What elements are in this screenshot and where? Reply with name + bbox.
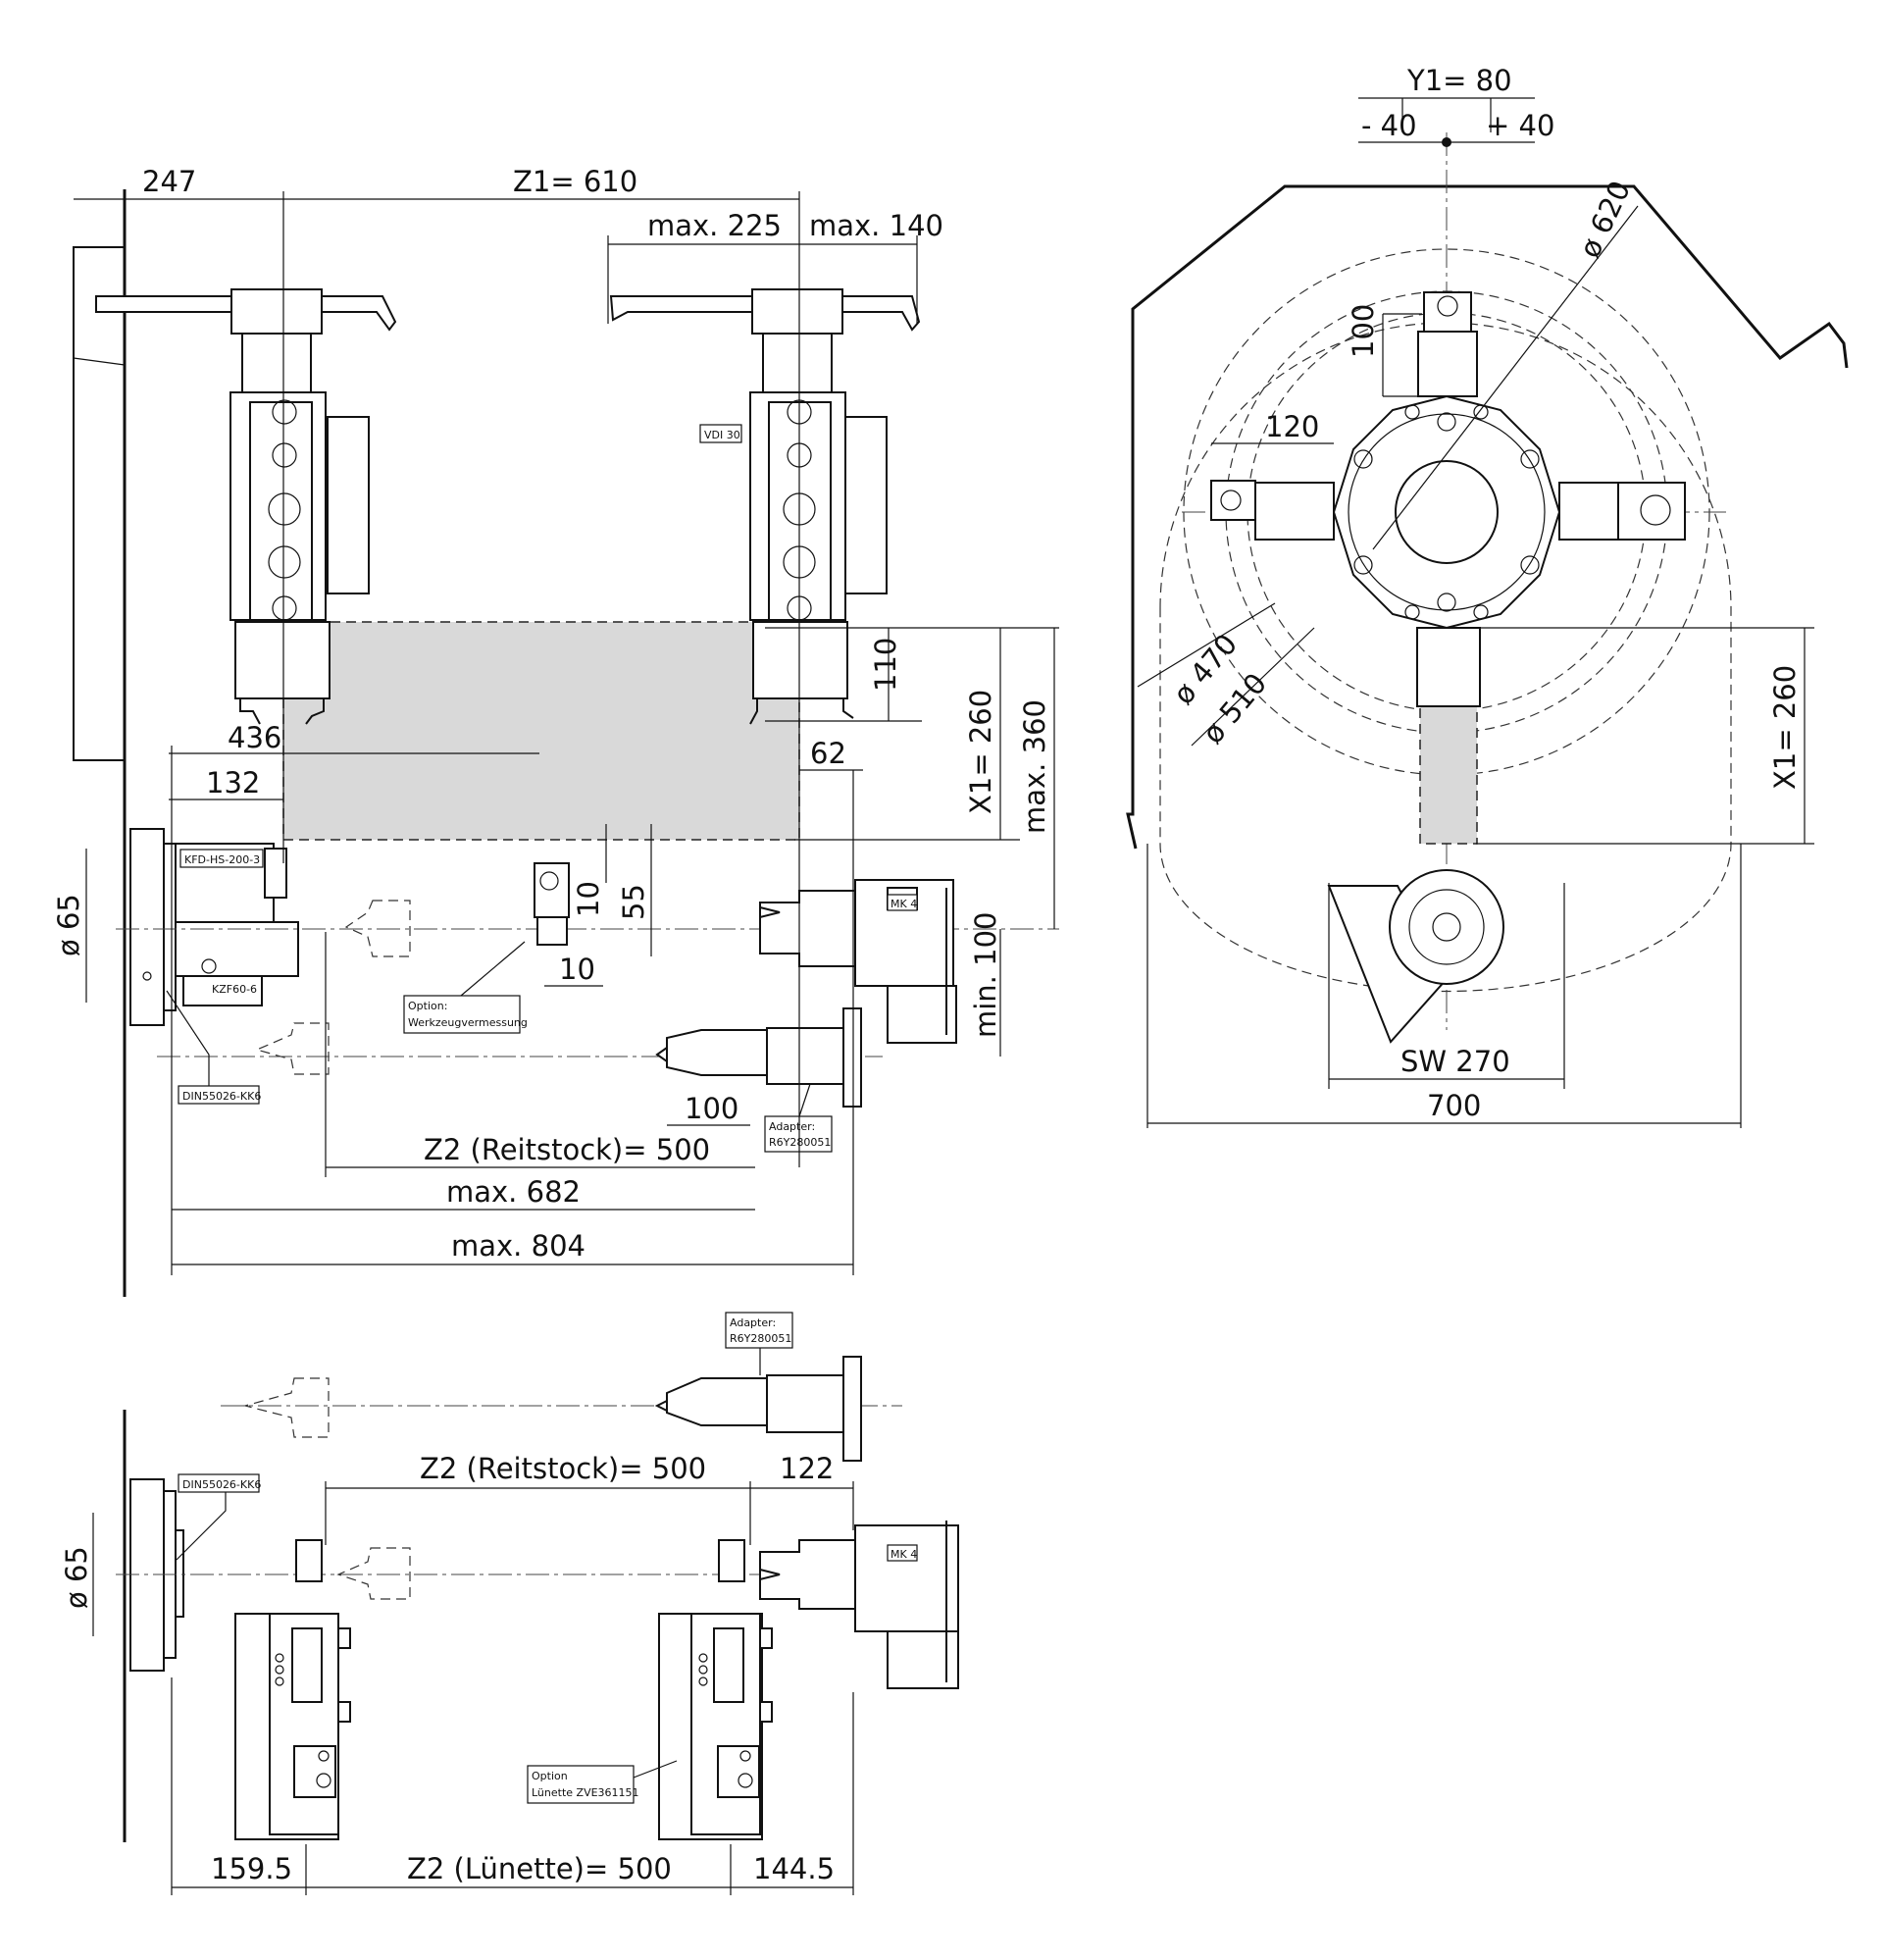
steady-rest-left (234, 1539, 351, 1840)
dim-z2-reitstock-top: Z2 (Reitstock)= 500 (424, 1133, 710, 1166)
dimension-lines-top-left (74, 191, 1059, 1275)
dim-55: 55 (617, 884, 650, 920)
dim-plus40: + 40 (1486, 109, 1554, 142)
mk4-bottom-tag (887, 1544, 918, 1562)
side-view-top: VDI 30 KFD-HS-200-3 KZF60-6 Option: (52, 165, 1059, 1297)
dim-62: 62 (810, 737, 846, 770)
dim-247: 247 (142, 165, 196, 198)
dim-10-vertical: 10 (572, 881, 605, 917)
adapter-bottom-line1: Adapter: (730, 1316, 776, 1329)
dim-z1: Z1= 610 (513, 165, 637, 198)
adapter-bottom-line2: R6Y280051 (730, 1332, 791, 1345)
working-area (282, 621, 800, 841)
dim-100-tailstock: 100 (685, 1092, 738, 1125)
dim-z2-lunette: Z2 (Lünette)= 500 (407, 1852, 672, 1885)
dimension-lines-bottom (92, 1481, 854, 1895)
dim-144-5: 144.5 (753, 1852, 835, 1885)
dim-max804: max. 804 (451, 1229, 585, 1263)
dim-100-top-holder: 100 (1347, 304, 1380, 358)
dim-122: 122 (780, 1452, 834, 1485)
dim-120: 120 (1265, 410, 1319, 443)
kfd-label: KFD-HS-200-3 (184, 853, 260, 866)
kzf-label: KZF60-6 (212, 983, 257, 996)
dim-z2-reitstock-bottom: Z2 (Reitstock)= 500 (420, 1452, 706, 1485)
option-tool-tag (403, 995, 521, 1034)
din-top-tag (178, 1085, 260, 1105)
kfd-tag (179, 849, 264, 868)
option-lunette-tag (527, 1765, 635, 1804)
dim-min100: min. 100 (969, 912, 1002, 1038)
dim-436: 436 (228, 721, 281, 754)
dim-d65-top: ø 65 (52, 894, 85, 956)
dim-132: 132 (206, 766, 260, 799)
dim-x1-left: X1= 260 (964, 690, 997, 814)
dim-sw270: SW 270 (1400, 1045, 1510, 1078)
adapter-bottom-tag (725, 1312, 793, 1349)
din-bottom-label: DIN55026-KK6 (182, 1478, 261, 1491)
dim-110: 110 (869, 638, 902, 692)
option-lunette-line2: Lünette ZVE361151 (532, 1786, 639, 1799)
tailstock-lower (655, 1007, 862, 1108)
vdi30-tag (699, 424, 742, 443)
tool-measurement (460, 862, 570, 997)
dim-10-horizontal: 10 (559, 953, 595, 986)
vdi30-label: VDI 30 (704, 429, 740, 441)
option-lunette-line1: Option (532, 1770, 568, 1782)
turret-disc (1332, 394, 1561, 630)
front-view-top-right: Y1= 80 - 40 + 40 ø 620 100 120 ø 470 ø 5… (1126, 64, 1849, 1128)
option-tool-line1: Option: (408, 1000, 447, 1012)
tailstock-bottom (759, 1521, 959, 1689)
dim-max360: max. 360 (1018, 699, 1051, 834)
side-view-bottom: Adapter: R6Y280051 DIN55026-KK6 (60, 1312, 961, 1895)
dim-y1: Y1= 80 (1406, 64, 1512, 97)
dim-d65-bottom: ø 65 (60, 1546, 93, 1609)
dim-x1-right: X1= 260 (1768, 665, 1802, 790)
dim-700: 700 (1427, 1089, 1481, 1122)
dimension-lines-front-view (1137, 97, 1814, 1128)
din-bottom-tag (178, 1473, 260, 1493)
mk4-top-label: MK 4 (891, 898, 917, 910)
adapter-top-line2: R6Y280051 (769, 1136, 831, 1149)
steady-rest-right (658, 1539, 773, 1840)
dim-159-5: 159.5 (211, 1852, 292, 1885)
mk4-top-tag (887, 894, 918, 911)
dim-max225: max. 225 (647, 209, 782, 242)
adapter-top-line1: Adapter: (769, 1120, 815, 1133)
mk4-bottom-label: MK 4 (891, 1548, 917, 1561)
dim-minus40: - 40 (1361, 109, 1417, 142)
adapter-top-tag (764, 1115, 833, 1153)
right-turret (609, 288, 921, 725)
dim-max682: max. 682 (446, 1175, 581, 1209)
option-tool-line2: Werkzeugvermessung (408, 1016, 528, 1029)
left-turret (95, 288, 397, 725)
din-top-label: DIN55026-KK6 (182, 1090, 261, 1103)
dim-max140: max. 140 (809, 209, 943, 242)
